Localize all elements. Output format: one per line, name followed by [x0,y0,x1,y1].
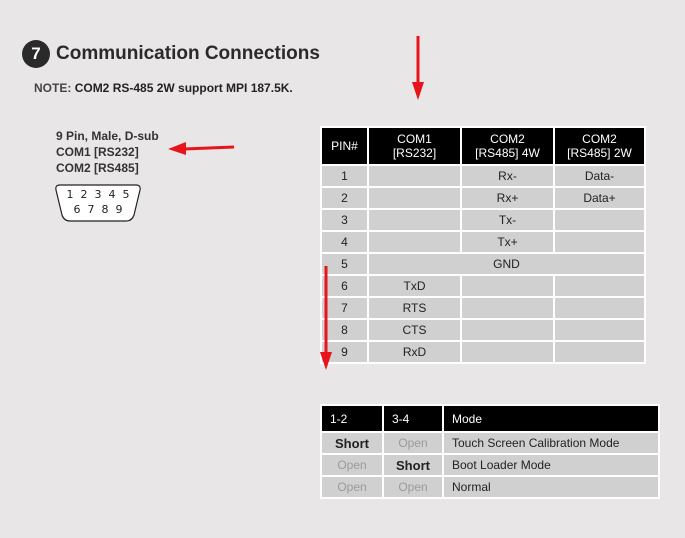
com2-2w-cell [555,298,644,318]
com1-header: COM1[RS232] [369,128,460,164]
pin-number-cell: 2 [322,188,367,208]
com2-4w-cell: Tx+ [462,232,553,252]
table-row: Open Short Boot Loader Mode [322,455,658,475]
com2-4w-cell: Rx- [462,166,553,186]
com2-2w-cell [555,210,644,230]
jumper-3-4-cell: Open [384,433,442,453]
table-row: Short Open Touch Screen Calibration Mode [322,433,658,453]
dsub-pin-label: 3 [95,188,102,201]
pin-number-cell: 8 [322,320,367,340]
table-row: Open Open Normal [322,477,658,497]
dsub-pin-label: 9 [116,203,123,216]
com2-4w-cell [462,298,553,318]
com2-4w-cell [462,342,553,362]
com1-cell: TxD [369,276,460,296]
pin-number-cell: 1 [322,166,367,186]
section-number-badge: 7 [22,40,50,68]
note: NOTE: COM2 RS-485 2W support MPI 187.5K. [34,81,293,95]
com2-2w-cell [555,342,644,362]
note-text: COM2 RS-485 2W support MPI 187.5K. [74,81,293,95]
dsub-connector-diagram: 1 2 3 4 5 6 7 8 9 [55,184,141,222]
table-row: 9 RxD [322,342,644,362]
mode-header: Mode [444,406,658,431]
table-row: 8 CTS [322,320,644,340]
mode-cell: Normal [444,477,658,497]
connector-description: 9 Pin, Male, D-sub COM1 [RS232] COM2 [RS… [56,128,159,176]
com2-4w-cell: Tx- [462,210,553,230]
dsub-pin-label: 6 [74,203,81,216]
mode-table-header-row: 1-2 3-4 Mode [322,406,658,431]
com2-4w-cell: Rx+ [462,188,553,208]
table-row: 6 TxD [322,276,644,296]
com1-cell [369,210,460,230]
jumper-3-4-header: 3-4 [384,406,442,431]
dsub-pin-label: 1 [67,188,74,201]
com2-2w-cell: Data+ [555,188,644,208]
com1-cell: CTS [369,320,460,340]
com2-4w-header: COM2[RS485] 4W [462,128,553,164]
com2-2w-cell [555,320,644,340]
mode-cell: Touch Screen Calibration Mode [444,433,658,453]
section-heading: 7 Communication Connections [22,40,320,68]
jumper-1-2-header: 1-2 [322,406,382,431]
dsub-pin-label: 7 [88,203,95,216]
com2-2w-cell: Data- [555,166,644,186]
table-row: 4 Tx+ [322,232,644,252]
pin-table-header-row: PIN# COM1[RS232] COM2[RS485] 4W COM2[RS4… [322,128,644,164]
pin-number-cell: 9 [322,342,367,362]
gnd-cell: GND [369,254,644,274]
com1-cell: RTS [369,298,460,318]
pin-number-cell: 6 [322,276,367,296]
jumper-3-4-cell: Open [384,477,442,497]
table-row: 1 Rx- Data- [322,166,644,186]
jumper-1-2-cell: Short [322,433,382,453]
com2-2w-cell [555,232,644,252]
dsub-pin-label: 4 [109,188,116,201]
page-title: Communication Connections [56,43,320,64]
pin-number-cell: 5 [322,254,367,274]
table-row: 5 GND [322,254,644,274]
jumper-3-4-cell: Short [384,455,442,475]
mode-cell: Boot Loader Mode [444,455,658,475]
dsub-pin-label: 5 [123,188,130,201]
pin-assignment-table: PIN# COM1[RS232] COM2[RS485] 4W COM2[RS4… [320,126,646,364]
com1-cell [369,232,460,252]
dsub-outline [55,184,141,222]
table-row: 3 Tx- [322,210,644,230]
com1-cell [369,166,460,186]
pin-number-header: PIN# [322,128,367,164]
note-label: NOTE: [34,81,72,95]
dsub-pin-label: 2 [81,188,88,201]
dsub-pin-label: 8 [102,203,109,216]
connector-com1: COM1 [RS232] [56,145,139,159]
pin-number-cell: 7 [322,298,367,318]
jumper-mode-table: 1-2 3-4 Mode Short Open Touch Screen Cal… [320,404,660,499]
connector-type: 9 Pin, Male, D-sub [56,129,159,143]
pin-number-cell: 4 [322,232,367,252]
com1-cell [369,188,460,208]
table-row: 7 RTS [322,298,644,318]
com2-2w-cell [555,276,644,296]
com2-4w-cell [462,320,553,340]
arrow-down-icon [412,36,424,100]
arrow-down-icon [320,266,332,370]
com2-4w-cell [462,276,553,296]
jumper-1-2-cell: Open [322,477,382,497]
pin-number-cell: 3 [322,210,367,230]
arrow-left-icon [168,142,235,155]
jumper-1-2-cell: Open [322,455,382,475]
com2-2w-header: COM2[RS485] 2W [555,128,644,164]
connector-com2: COM2 [RS485] [56,161,139,175]
table-row: 2 Rx+ Data+ [322,188,644,208]
com1-cell: RxD [369,342,460,362]
